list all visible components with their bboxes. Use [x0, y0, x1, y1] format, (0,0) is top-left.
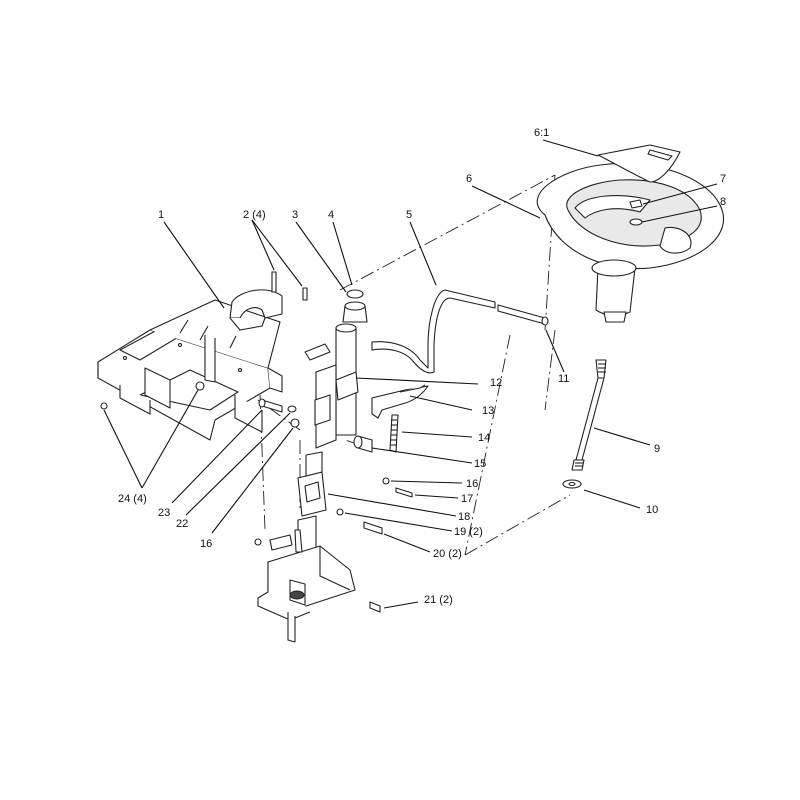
callout-14: 14 — [478, 432, 490, 444]
callout-labels: 1 2 (4) 3 4 5 6 6:1 7 8 9 10 11 12 13 14… — [118, 127, 726, 606]
steering-shroud — [229, 289, 283, 331]
leader-lines — [103, 139, 718, 609]
callout-1: 1 — [158, 209, 164, 221]
callout-21: 21 (2) — [424, 594, 453, 606]
callout-3: 3 — [292, 209, 298, 221]
steering-shaft — [562, 359, 607, 489]
callout-2: 2 (4) — [243, 209, 266, 221]
callout-16-right: 16 — [466, 478, 478, 490]
callout-6: 6 — [466, 173, 472, 185]
callout-19: 19 (2) — [454, 526, 483, 538]
spring — [389, 414, 399, 453]
callout-20: 20 (2) — [433, 548, 462, 560]
callout-18: 18 — [458, 511, 470, 523]
callout-4: 4 — [328, 209, 334, 221]
callout-15: 15 — [474, 458, 486, 470]
callout-10: 10 — [646, 504, 658, 516]
callout-16-left: 16 — [200, 538, 212, 550]
spacer — [353, 435, 373, 453]
steering-column — [304, 289, 368, 449]
callout-23: 23 — [158, 507, 170, 519]
callout-7: 7 — [720, 173, 726, 185]
callout-11: 11 — [558, 373, 569, 385]
callout-12: 12 — [490, 377, 502, 389]
callout-24: 24 (4) — [118, 493, 147, 505]
callout-13: 13 — [482, 405, 494, 417]
lower-mount-bracket — [257, 529, 356, 643]
callout-17: 17 — [461, 493, 473, 505]
callout-9: 9 — [654, 443, 660, 455]
callout-6-1: 6:1 — [534, 127, 549, 139]
callout-22: 22 — [176, 518, 188, 530]
steering-wheel — [536, 162, 725, 323]
callout-5: 5 — [406, 209, 412, 221]
hardware — [254, 398, 413, 613]
screws-2 — [271, 271, 308, 301]
tilt-bracket — [371, 384, 429, 419]
steering-wheel-cap — [597, 144, 681, 183]
frame-bracket — [97, 299, 283, 441]
pedal-rod — [371, 289, 549, 374]
callout-8: 8 — [720, 196, 726, 208]
